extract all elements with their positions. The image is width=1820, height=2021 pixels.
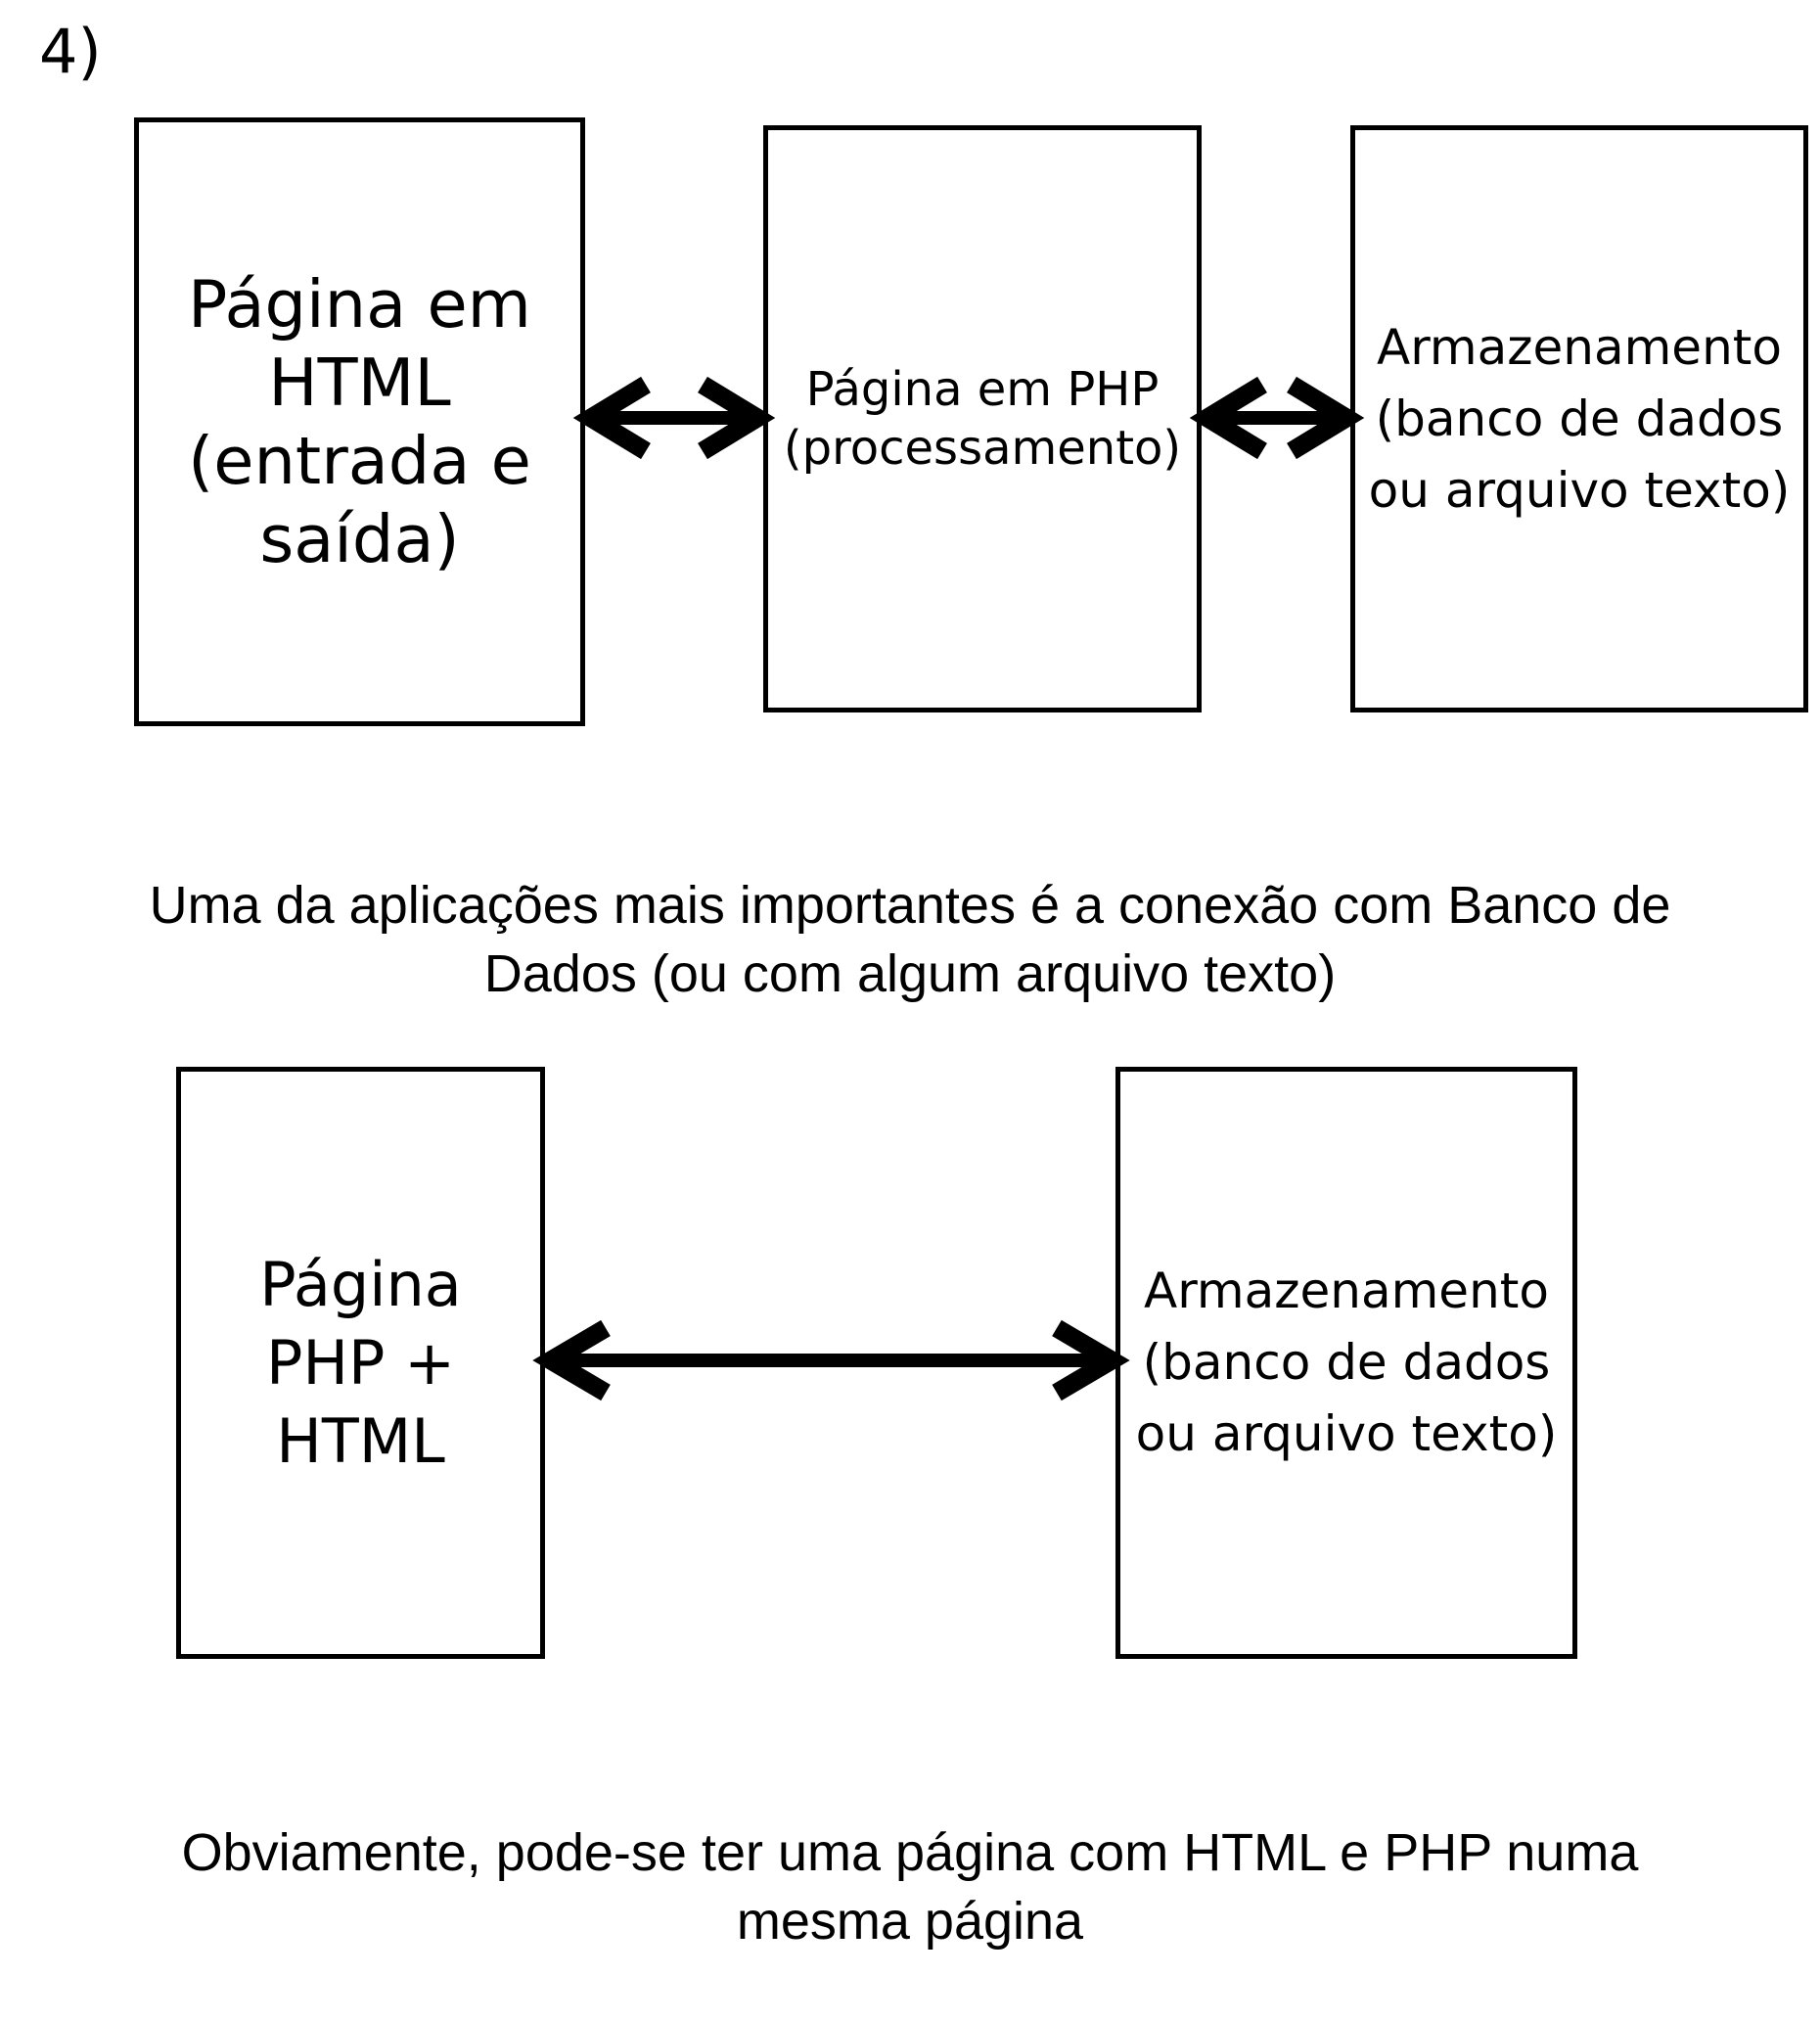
- double-arrow-icon: [1189, 376, 1365, 460]
- double-arrow-icon: [532, 1319, 1130, 1401]
- box-line: Página em: [188, 266, 531, 343]
- double-arrow-icon: [572, 376, 776, 460]
- box-pagina-php-html: Página PHP + HTML: [176, 1067, 545, 1659]
- item-number-label: 4): [39, 16, 102, 87]
- box-line: Armazenamento: [1377, 318, 1782, 376]
- box-line: Armazenamento: [1144, 1263, 1549, 1319]
- box-line: (processamento): [783, 421, 1182, 476]
- box-line: ou arquivo texto): [1368, 461, 1791, 519]
- box-pagina-html: Página em HTML (entrada e saída): [134, 117, 585, 726]
- box-line: Página: [259, 1248, 462, 1320]
- box-armazenamento-bottom: Armazenamento (banco de dados ou arquivo…: [1115, 1067, 1577, 1659]
- box-line: PHP +: [265, 1326, 456, 1399]
- box-line: (banco de dados: [1375, 390, 1784, 447]
- box-line: HTML: [276, 1404, 445, 1477]
- box-line: (entrada e: [188, 423, 531, 499]
- caption-line: mesma página: [736, 1892, 1084, 1951]
- caption-line: Dados (ou com algum arquivo texto): [483, 944, 1337, 1003]
- box-pagina-php: Página em PHP (processamento): [763, 125, 1202, 712]
- box-line: (banco de dados: [1142, 1334, 1551, 1391]
- box-line: Página em PHP: [805, 362, 1160, 417]
- box-armazenamento-top: Armazenamento (banco de dados ou arquivo…: [1350, 125, 1808, 712]
- caption-line: Obviamente, pode-se ter uma página com H…: [181, 1823, 1639, 1882]
- caption-bottom: Obviamente, pode-se ter uma página com H…: [0, 1818, 1820, 1955]
- box-line: HTML: [268, 344, 451, 421]
- box-line: saída): [259, 501, 460, 577]
- caption-line: Uma da aplicações mais importantes é a c…: [149, 876, 1671, 935]
- caption-middle: Uma da aplicações mais importantes é a c…: [0, 871, 1820, 1008]
- box-line: ou arquivo texto): [1135, 1405, 1558, 1462]
